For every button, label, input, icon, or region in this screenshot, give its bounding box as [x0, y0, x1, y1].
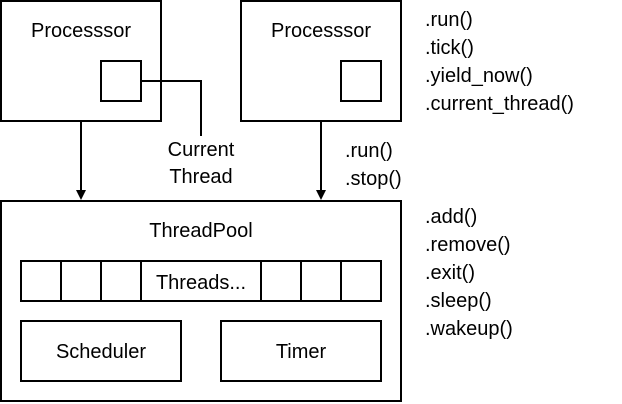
timer-label: Timer — [276, 341, 327, 363]
processor-title-right: Processsor — [271, 20, 371, 42]
thread-cell — [100, 260, 142, 302]
threads-label-cell — [140, 260, 262, 302]
thread-cell — [340, 260, 382, 302]
processor-method-yield-now: .yield_now() — [425, 65, 533, 87]
thread-cell — [60, 260, 102, 302]
threadpool-method-exit: .exit() — [425, 262, 475, 284]
current-thread-label-line2: Thread — [169, 166, 232, 188]
processor-method-run: .run() — [425, 9, 473, 31]
thread-cell — [20, 260, 62, 302]
current-thread-slot — [100, 60, 142, 102]
threadpool-method-add: .add() — [425, 206, 477, 228]
thread-slot-right — [340, 60, 382, 102]
scheduler-box — [20, 320, 182, 382]
threadpool-method-sleep: .sleep() — [425, 290, 492, 312]
timer-box — [220, 320, 382, 382]
processor-method-tick: .tick() — [425, 37, 474, 59]
current-thread-connector — [141, 80, 202, 136]
threadpool-method-remove: .remove() — [425, 234, 511, 256]
thread-cell — [300, 260, 342, 302]
threadpool-method-wakeup: .wakeup() — [425, 318, 513, 340]
connector-method-run: .run() — [345, 140, 393, 162]
thread-cell — [260, 260, 302, 302]
processor-method-current-thread: .current_thread() — [425, 93, 574, 115]
threads-label: Threads... — [156, 272, 246, 294]
processor-title-left: Processsor — [31, 20, 131, 42]
threadpool-title: ThreadPool — [149, 220, 252, 242]
current-thread-label-line1: Current — [168, 139, 235, 161]
connector-method-stop: .stop() — [345, 168, 402, 190]
scheduler-label: Scheduler — [56, 341, 146, 363]
